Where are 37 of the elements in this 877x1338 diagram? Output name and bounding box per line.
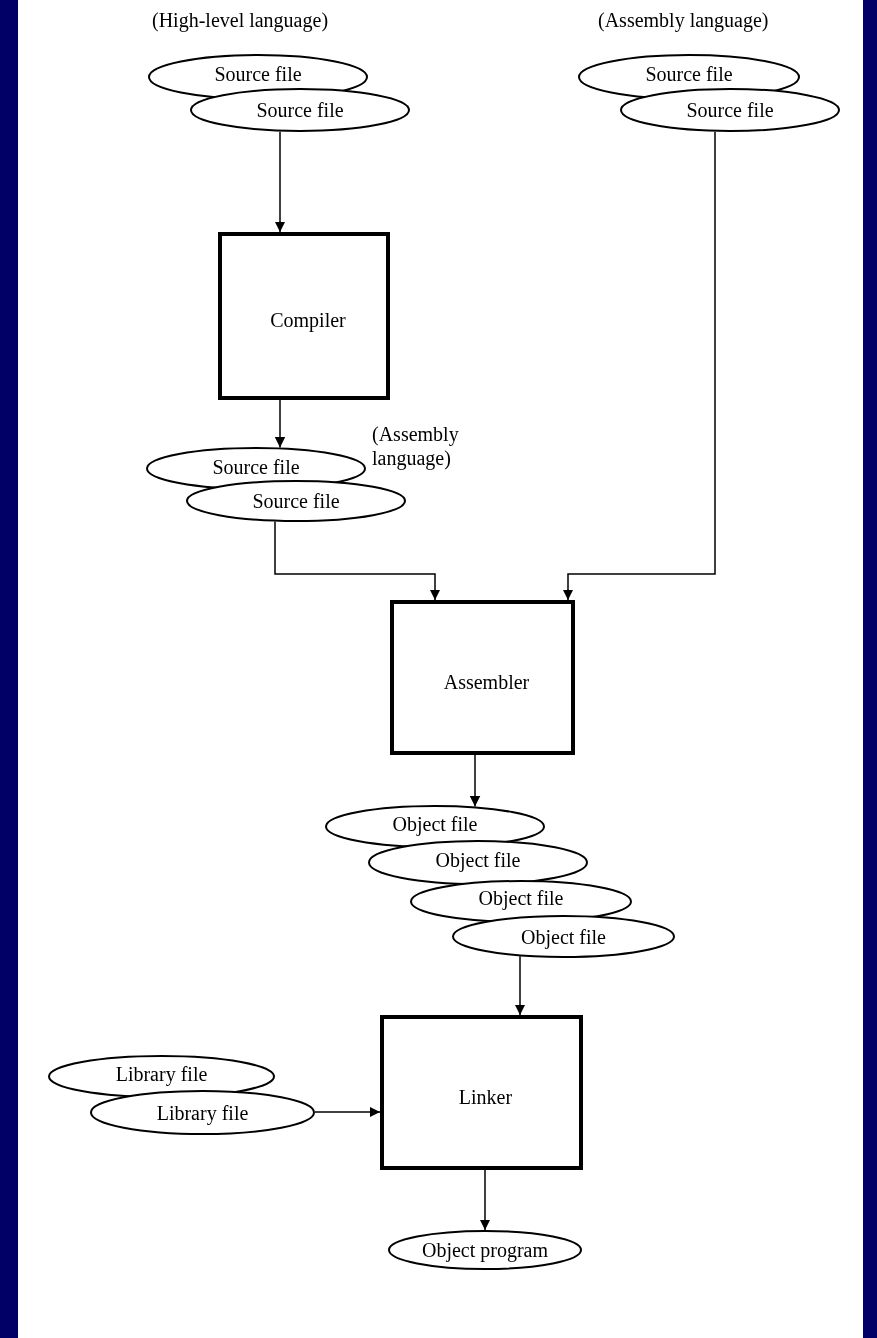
arrow — [274, 130, 286, 233]
node-label: Object file — [521, 925, 606, 948]
node-label: Source file — [256, 98, 344, 122]
node-label: Source file — [212, 455, 300, 479]
file-ellipse — [388, 1230, 582, 1270]
node-label: Source file — [686, 98, 774, 122]
arrow — [514, 955, 526, 1016]
process-box — [218, 232, 390, 400]
node-label: Object program — [421, 1238, 549, 1262]
arrow — [314, 1106, 381, 1118]
arrow — [479, 1169, 491, 1231]
file-ellipse — [190, 88, 410, 132]
node-label: Source file — [645, 62, 733, 86]
file-ellipse — [368, 840, 588, 885]
node-label: Library file — [156, 1101, 249, 1124]
caption-text: (High-level language) — [152, 8, 330, 32]
node-label: Source file — [252, 489, 340, 513]
caption-text: (Assembly language) — [372, 422, 460, 470]
node-label: Object file — [435, 848, 521, 872]
arrow — [469, 754, 481, 808]
node-label: Linker — [458, 1085, 513, 1108]
file-ellipse — [186, 480, 406, 522]
file-ellipse — [452, 915, 675, 958]
file-ellipse — [620, 88, 840, 132]
node-label: Object file — [392, 812, 478, 836]
node-label: Assembler — [443, 670, 530, 693]
file-ellipse — [90, 1090, 315, 1135]
arrow — [562, 131, 716, 601]
caption-text: (Assembly language) — [598, 8, 770, 32]
node-label: Library file — [115, 1062, 208, 1086]
node-label: Compiler — [270, 308, 346, 332]
arrow — [274, 399, 286, 449]
process-box — [380, 1015, 583, 1170]
node-label: Object file — [478, 886, 564, 910]
node-label: Source file — [214, 62, 302, 86]
arrow — [274, 520, 441, 601]
process-box — [390, 600, 575, 755]
